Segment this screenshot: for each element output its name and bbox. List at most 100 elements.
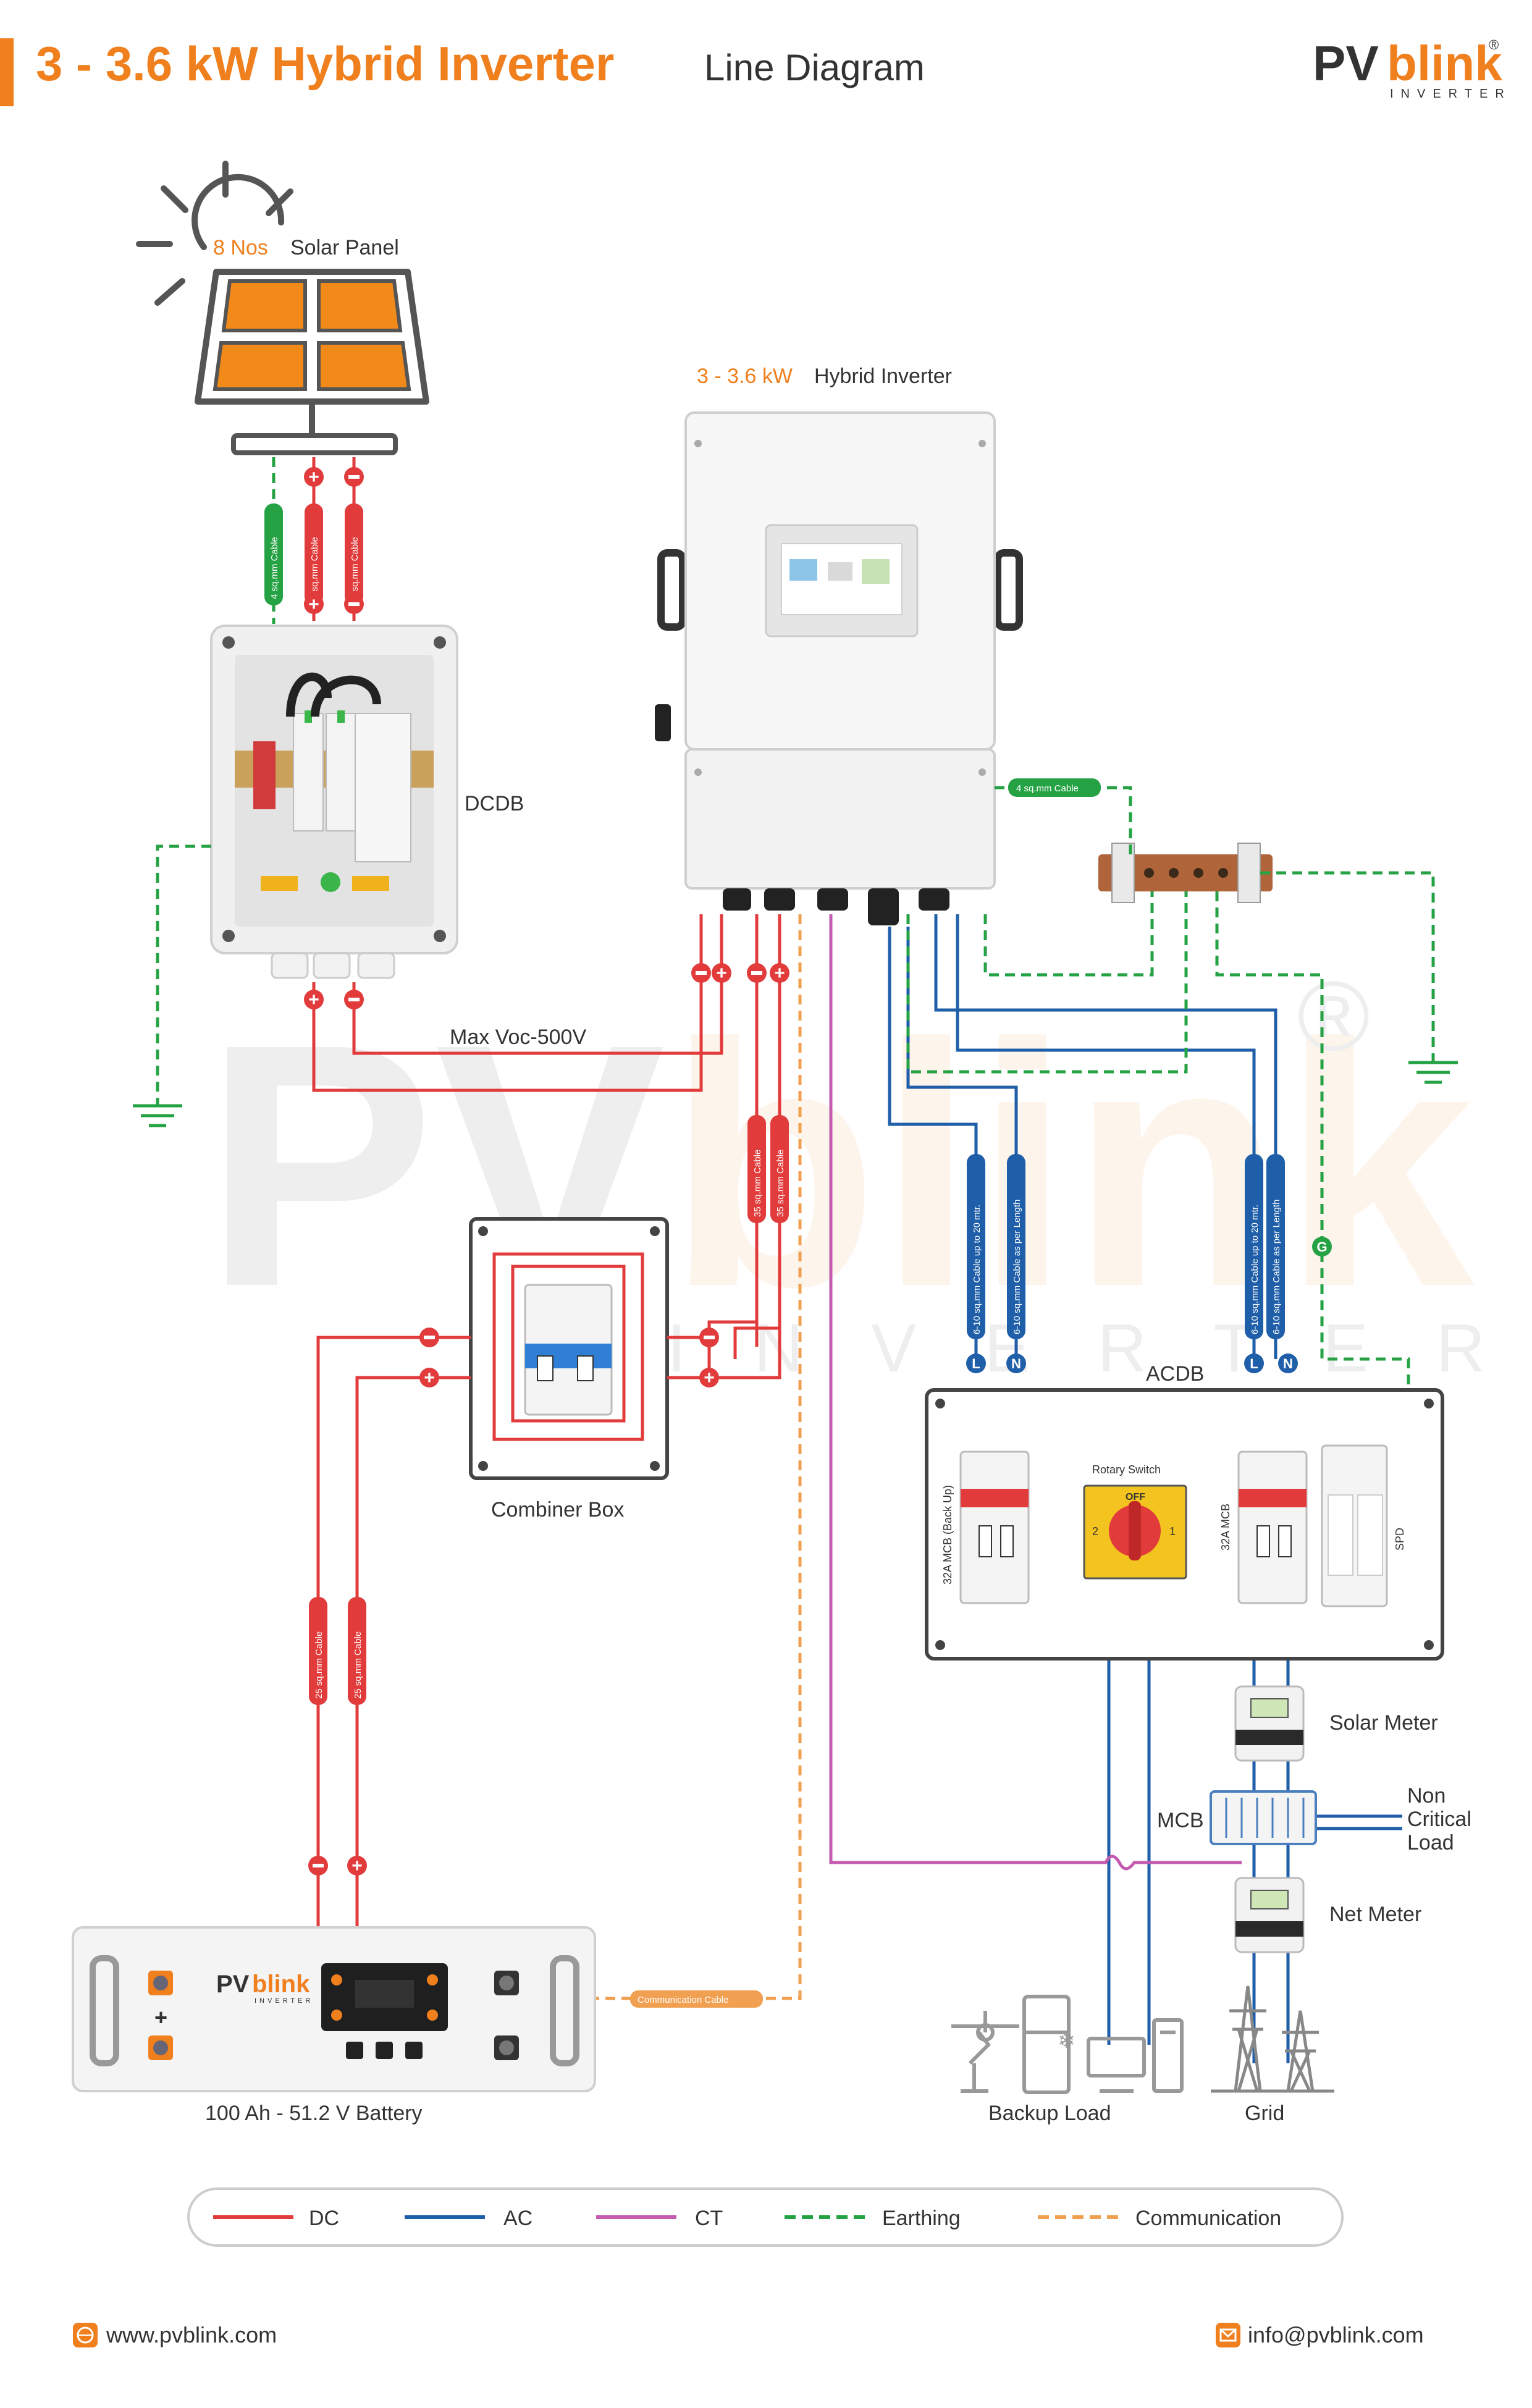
acdb-box bbox=[925, 1388, 1444, 1661]
globe-icon bbox=[73, 2323, 98, 2347]
solar-label: Solar Panel bbox=[290, 236, 399, 259]
non-critical-label-2: Critical bbox=[1407, 1808, 1471, 1831]
email-link[interactable]: info@pvblink.com bbox=[1248, 2322, 1424, 2347]
title-power: 3 - 3.6 kW Hybrid Inverter bbox=[36, 36, 614, 91]
mail-icon bbox=[1216, 2323, 1240, 2347]
legend-label-earthing: Earthing bbox=[882, 2207, 961, 2230]
battery-cable-label-1: 25 sq.mm Cable bbox=[314, 1631, 324, 1699]
plus-badge: + bbox=[716, 963, 727, 983]
battery-cable-label-2: 25 sq.mm Cable bbox=[353, 1631, 363, 1699]
grid-l-badge: L bbox=[1250, 1356, 1258, 1371]
ac-backup-l-cable-label: 6-10 sq.mm Cable up to 20 mtr. bbox=[972, 1205, 982, 1334]
plus-badge: + bbox=[308, 467, 319, 487]
watermark-blink: blink bbox=[667, 972, 1476, 1358]
net-meter bbox=[1234, 1877, 1305, 1953]
spd-label: SPD bbox=[1394, 1528, 1406, 1551]
communication-wiring bbox=[596, 914, 802, 2000]
grid-label: Grid bbox=[1245, 2102, 1284, 2125]
ac-grid-l-cable-label: 6-10 sq.mm Cable up to 20 mtr. bbox=[1250, 1205, 1260, 1334]
net-meter-label: Net Meter bbox=[1329, 1903, 1421, 1926]
plus-badge: + bbox=[774, 963, 785, 983]
solar-earth-cable-label: 4 sq.mm Cable bbox=[269, 537, 280, 599]
non-critical-label-3: Load bbox=[1407, 1831, 1454, 1854]
max-voc-label: Max Voc-500V bbox=[450, 1025, 586, 1049]
plus-badge: + bbox=[308, 594, 319, 615]
svg-text:❄: ❄ bbox=[1058, 2029, 1075, 2053]
watermark: PV blink INVERTER ® bbox=[204, 961, 1532, 1386]
earth-busbar bbox=[1098, 843, 1273, 903]
battery-brand-pv: PV bbox=[216, 1971, 250, 1998]
battery-link-cable-label-2: 35 sq.mm Cable bbox=[775, 1150, 786, 1217]
communication-cable-label: Communication Cable bbox=[638, 1995, 729, 2005]
transmission-tower-icon bbox=[1211, 1985, 1334, 2093]
logo-sub: INVERTER bbox=[1390, 87, 1512, 101]
inverter-label: Hybrid Inverter bbox=[814, 364, 952, 388]
ct-wiring bbox=[829, 914, 1242, 1871]
battery-label: 100 Ah - 51.2 V Battery bbox=[205, 2102, 423, 2125]
solar-qty: 8 Nos bbox=[213, 236, 268, 259]
legend-label-ct: CT bbox=[695, 2207, 723, 2230]
rotary-switch-title: Rotary Switch bbox=[1092, 1463, 1161, 1476]
legend-label-ac: AC bbox=[503, 2207, 532, 2230]
plus-badge: + bbox=[424, 1368, 435, 1388]
legend-item-ac: AC bbox=[405, 2207, 532, 2230]
ac-backup-n-cable-label: 6-10 sq.mm Cable as per Length bbox=[1012, 1200, 1022, 1334]
inverter-glands bbox=[723, 888, 949, 925]
hybrid-inverter bbox=[655, 411, 1023, 925]
combiner-box bbox=[469, 1217, 669, 1480]
grid-mcb-label: 32A MCB bbox=[1219, 1504, 1232, 1551]
non-critical-label-1: Non bbox=[1407, 1784, 1446, 1808]
watermark-reg: ® bbox=[1297, 961, 1370, 1071]
legend: DC AC CT Earthing Communication bbox=[187, 2187, 1344, 2247]
legend-item-ct: CT bbox=[596, 2207, 723, 2230]
terminal-badges: + + + + + + + + bbox=[304, 467, 789, 1876]
cable-tags: 4 sq.mm Cable 4 sq.mm Cable 4 sq.mm Cabl… bbox=[264, 503, 1285, 2008]
acdb-label: ACDB bbox=[1146, 1362, 1204, 1386]
solar-meter bbox=[1234, 1685, 1305, 1762]
rotary-pos-right: 1 bbox=[1169, 1525, 1176, 1538]
plus-badge: + bbox=[308, 990, 319, 1010]
email-text[interactable]: info@pvblink.com bbox=[1248, 2322, 1424, 2347]
mcb-label: MCB bbox=[1157, 1809, 1204, 1832]
sun-icon bbox=[136, 161, 293, 306]
refrigerator-icon: ❄ bbox=[1022, 1995, 1075, 2094]
backup-n-badge: N bbox=[1011, 1356, 1021, 1371]
ceiling-fan-icon bbox=[951, 2011, 1019, 2042]
cpu-tower-icon bbox=[1152, 2018, 1184, 2093]
backup-load-icons: ❄ bbox=[951, 1995, 1184, 2094]
dcdb-label: DCDB bbox=[465, 792, 524, 815]
battery-link-cable-label-1: 35 sq.mm Cable bbox=[752, 1150, 763, 1217]
website-text[interactable]: www.pvblink.com bbox=[106, 2322, 277, 2347]
website-link[interactable]: www.pvblink.com bbox=[106, 2322, 277, 2347]
inverter-power: 3 - 3.6 kW bbox=[697, 364, 793, 388]
desk-lamp-icon bbox=[961, 2031, 991, 2093]
battery bbox=[72, 1926, 596, 2092]
backup-mcb-label: 32A MCB (Back Up) bbox=[941, 1485, 954, 1585]
logo-reg: ® bbox=[1489, 37, 1499, 53]
backup-load-label: Backup Load bbox=[988, 2102, 1111, 2125]
logo-blink: blink bbox=[1387, 36, 1502, 91]
solar-panel bbox=[195, 269, 429, 455]
solar-neg-cable-label: 4 sq.mm Cable bbox=[350, 537, 360, 599]
legend-label-dc: DC bbox=[309, 2207, 339, 2230]
battery-plus-mark: + bbox=[154, 2005, 167, 2030]
solar-meter-label: Solar Meter bbox=[1329, 1711, 1438, 1735]
header-accent-bar bbox=[0, 38, 14, 106]
dcdb-box bbox=[210, 625, 458, 979]
header-logo: PV blink INVERTER ® bbox=[1313, 36, 1512, 101]
plus-badge: + bbox=[704, 1368, 715, 1388]
rotary-pos-left: 2 bbox=[1092, 1525, 1098, 1538]
solar-pos-cable-label: 4 sq.mm Cable bbox=[309, 537, 320, 599]
legend-item-dc: DC bbox=[213, 2207, 339, 2230]
battery-brand-sub: INVERTER bbox=[255, 1997, 313, 2005]
legend-item-earthing: Earthing bbox=[785, 2207, 961, 2230]
watermark-sub: INVERTER bbox=[667, 1310, 1532, 1386]
logo-pv: PV bbox=[1313, 36, 1379, 91]
mcb-bank bbox=[1210, 1790, 1317, 1845]
ln-badges: L N L N G bbox=[966, 1237, 1332, 1373]
legend-label-communication: Communication bbox=[1135, 2207, 1281, 2230]
battery-brand-blink: blink bbox=[252, 1971, 310, 1998]
rotary-off-label: OFF bbox=[1126, 1492, 1145, 1502]
footer: www.pvblink.com info@pvblink.com bbox=[73, 2322, 1424, 2347]
grid-n-badge: N bbox=[1283, 1356, 1293, 1371]
